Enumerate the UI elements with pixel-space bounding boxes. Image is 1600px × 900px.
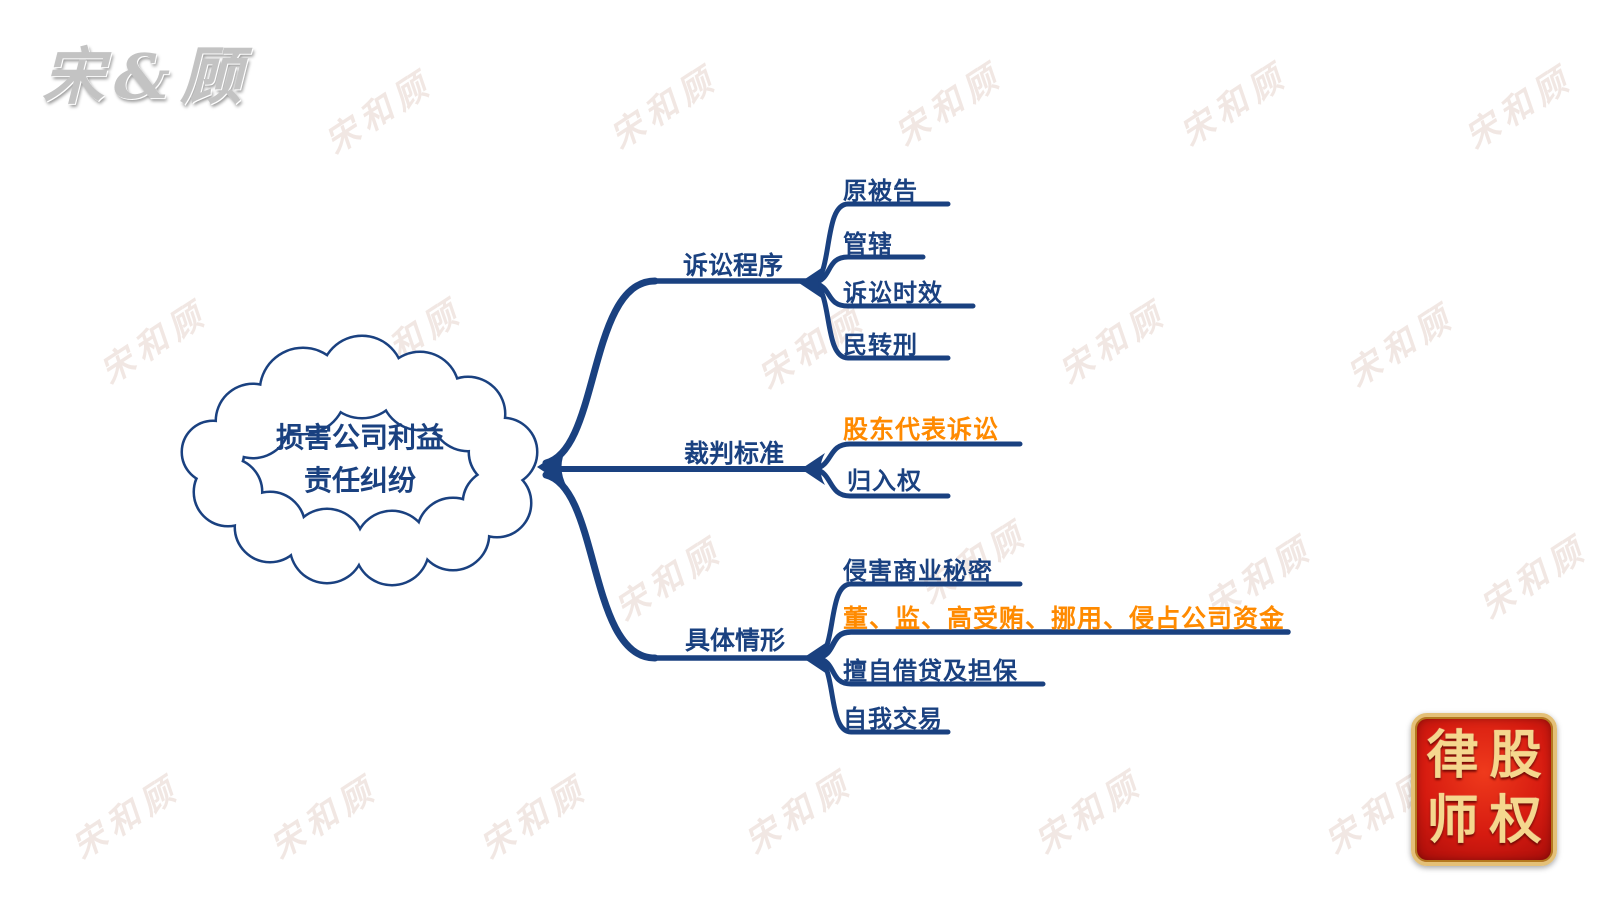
child-junction-arrow [803, 642, 827, 674]
topic-self-dealing[interactable]: 自我交易 [843, 706, 943, 733]
root-cloud-fill [183, 337, 536, 584]
root-junction-arrow [537, 447, 567, 487]
topic-judgment-standard[interactable]: 裁判标准 [683, 440, 784, 468]
seal-char-lv: 律 [1426, 728, 1479, 786]
seal-char-shi: 师 [1426, 792, 1479, 850]
brand-logo: 宋&顾 [42, 40, 252, 113]
child-junction-arrow [801, 453, 825, 485]
topic-litigation-procedure[interactable]: 诉讼程序 [682, 252, 783, 280]
topic-specific-situations[interactable]: 具体情形 [684, 627, 785, 655]
child-line [810, 280, 951, 361]
topic-jurisdiction[interactable]: 管辖 [843, 231, 893, 258]
child-line [810, 254, 926, 286]
junction-arrows [537, 267, 827, 674]
branch-connectors [542, 201, 1291, 735]
seal-char-quan: 权 [1489, 792, 1542, 850]
root-topic[interactable]: 损害公司利益 责任纠纷 [205, 416, 515, 502]
topic-unauthorized-loans-guarantees[interactable]: 擅自借贷及担保 [843, 658, 1018, 685]
child-line [814, 655, 951, 735]
equity-lawyer-seal: 律 股 师 权 [1411, 713, 1557, 866]
trunk-branch-3 [542, 471, 659, 662]
seal-char-gu: 股 [1489, 728, 1542, 786]
topic-disgorgement-right[interactable]: 归入权 [847, 468, 922, 495]
root-topic-line2: 责任纠纷 [303, 465, 416, 496]
root-topic-line1: 损害公司利益 [275, 422, 444, 453]
child-line [814, 629, 1291, 661]
topic-plaintiff-defendant[interactable]: 原被告 [843, 178, 918, 205]
child-junction-arrow [799, 267, 823, 299]
trunk-branch-1 [542, 277, 659, 467]
topic-limitation-period[interactable]: 诉讼时效 [843, 280, 943, 307]
topic-shareholder-derivative-suit[interactable]: 股东代表诉讼 [843, 416, 1000, 444]
topic-civil-to-criminal[interactable]: 民转刑 [843, 332, 918, 359]
topic-trade-secret-infringement[interactable]: 侵害商业秘密 [843, 558, 993, 585]
topic-executive-misappropriation[interactable]: 董、监、高受贿、挪用、侵占公司资金 [843, 605, 1286, 633]
